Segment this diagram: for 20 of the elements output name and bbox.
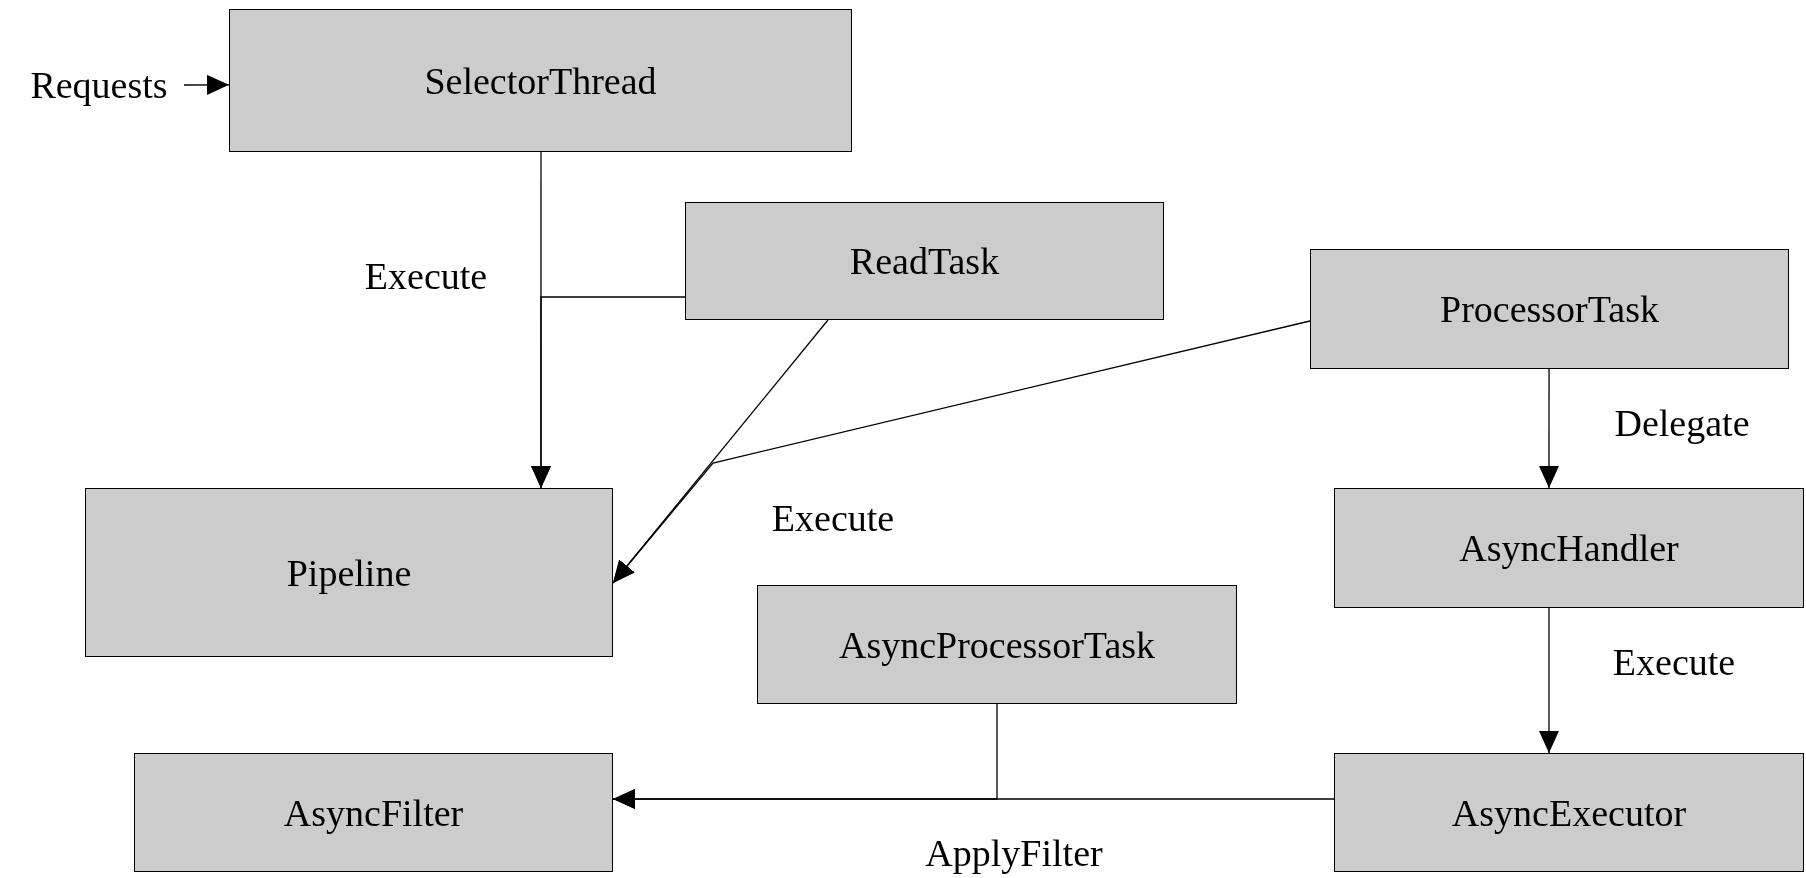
process-box: ProcessorTask: [1310, 249, 1789, 369]
arrow: [612, 320, 1311, 584]
process-box: AsyncProcessorTask: [757, 585, 1237, 704]
edge-label: Execute: [364, 254, 488, 298]
process-box: AsyncFilter: [134, 753, 613, 872]
process-box: SelectorThread: [229, 9, 852, 152]
process-box: Pipeline: [85, 488, 613, 657]
node-label: Requests: [30, 63, 168, 107]
process-box: AsyncExecutor: [1334, 753, 1804, 872]
edge-label: Execute: [771, 496, 895, 540]
process-box: ReadTask: [685, 202, 1164, 320]
edge-label: Execute: [1612, 640, 1736, 684]
edge-label: Delegate: [1614, 401, 1750, 445]
arrow: [183, 74, 230, 95]
arrow: [531, 296, 686, 489]
edge-label: ApplyFilter: [925, 831, 1103, 875]
arrow: [1539, 607, 1559, 754]
arrow: [1539, 368, 1559, 489]
process-box: AsyncHandler: [1334, 488, 1804, 608]
arrow: [612, 703, 998, 809]
